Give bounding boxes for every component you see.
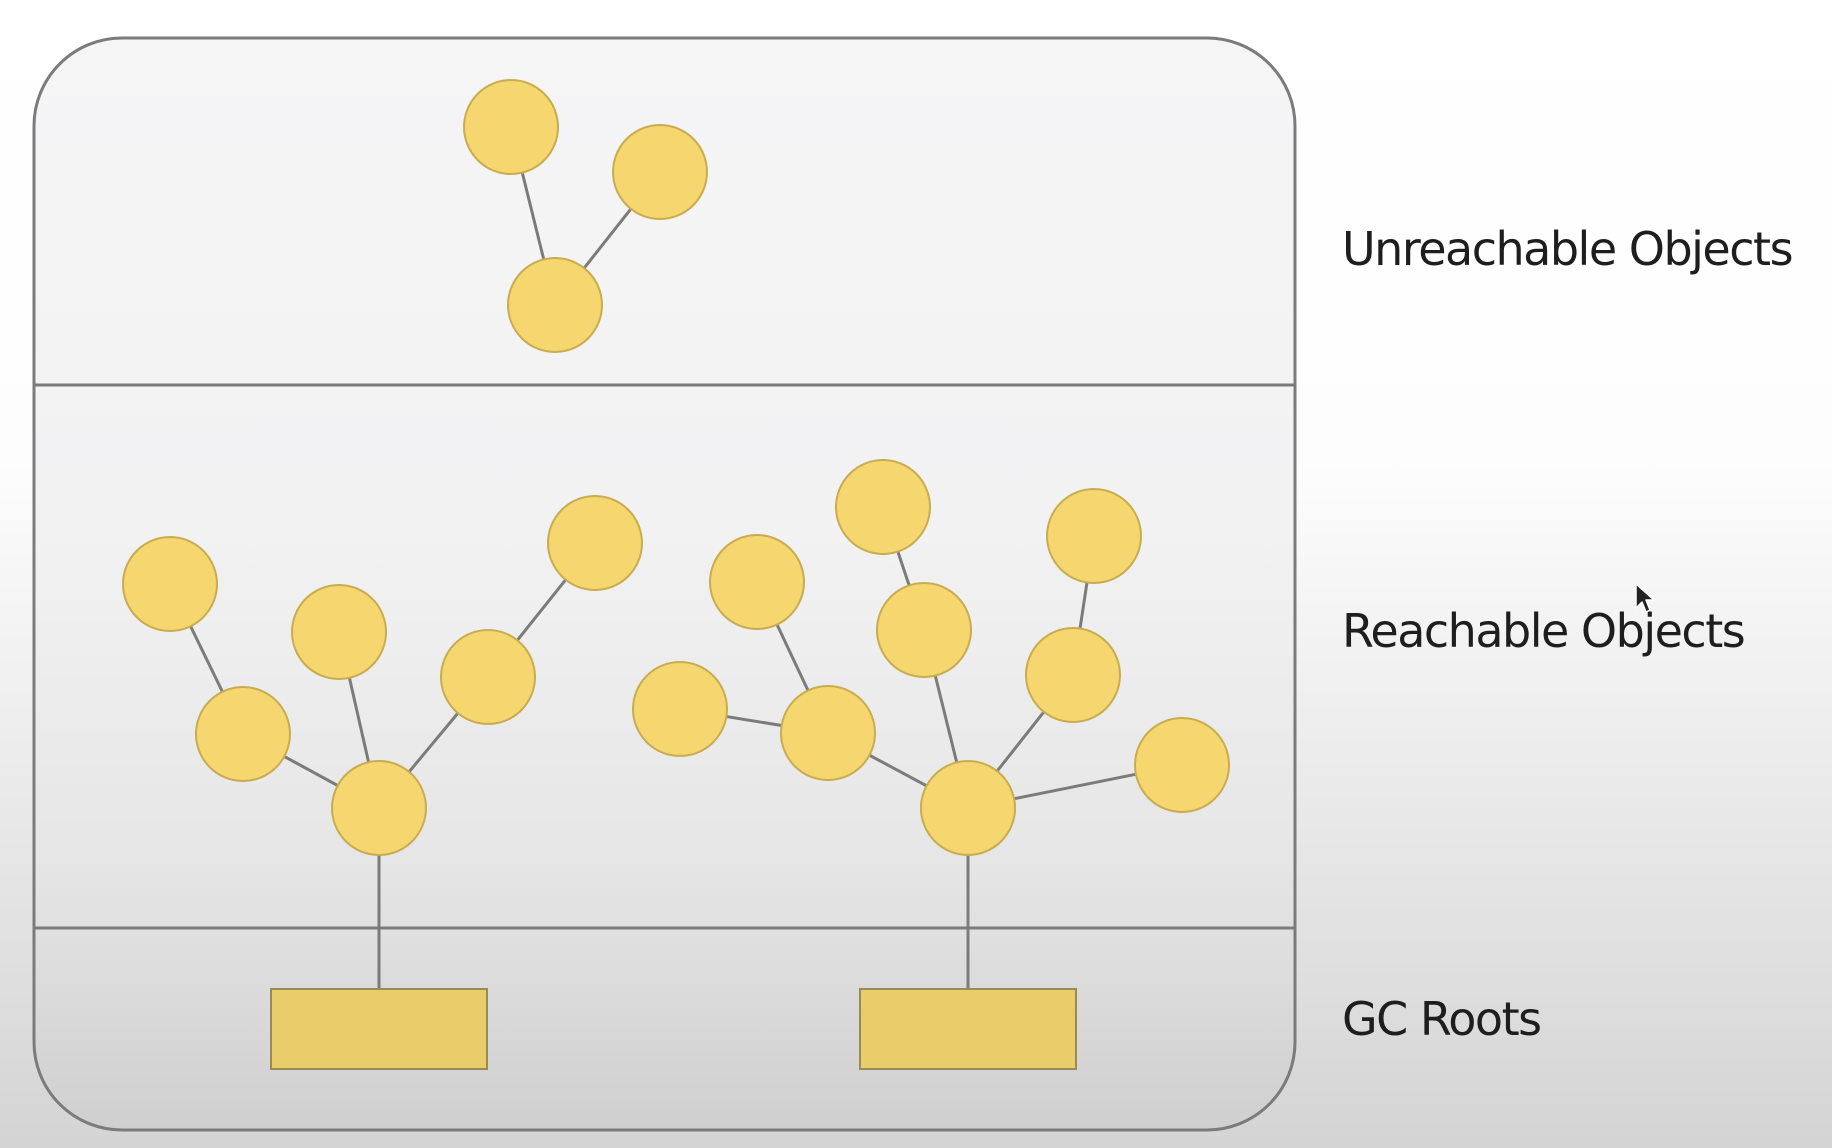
reachable-object — [440, 629, 536, 725]
reachable-object — [1025, 627, 1121, 723]
reachable-object — [291, 584, 387, 680]
reachable-objects-label: Reachable Objects — [1342, 604, 1746, 658]
unreachable-object — [463, 79, 559, 175]
objects — [122, 79, 1230, 856]
mouse-pointer-icon — [1635, 583, 1655, 613]
reachable-object — [780, 685, 876, 781]
unreachable-objects-label: Unreachable Objects — [1342, 222, 1794, 276]
unreachable-object — [612, 124, 708, 220]
reachable-object — [547, 495, 643, 591]
unreachable-object — [507, 257, 603, 353]
reachable-object — [122, 536, 218, 632]
gc-roots-label: GC Roots — [1342, 992, 1542, 1046]
reachable-object — [709, 534, 805, 630]
reachable-object — [632, 661, 728, 757]
gc-root — [859, 988, 1077, 1070]
reachable-object — [876, 582, 972, 678]
reachable-object — [920, 760, 1016, 856]
gc-roots — [270, 988, 1077, 1070]
gc-root — [270, 988, 488, 1070]
reachable-object — [195, 686, 291, 782]
reachable-object — [1134, 717, 1230, 813]
reachable-object — [835, 459, 931, 555]
reachable-object — [331, 760, 427, 856]
heap-frame — [32, 36, 1297, 1132]
reachable-object — [1046, 488, 1142, 584]
